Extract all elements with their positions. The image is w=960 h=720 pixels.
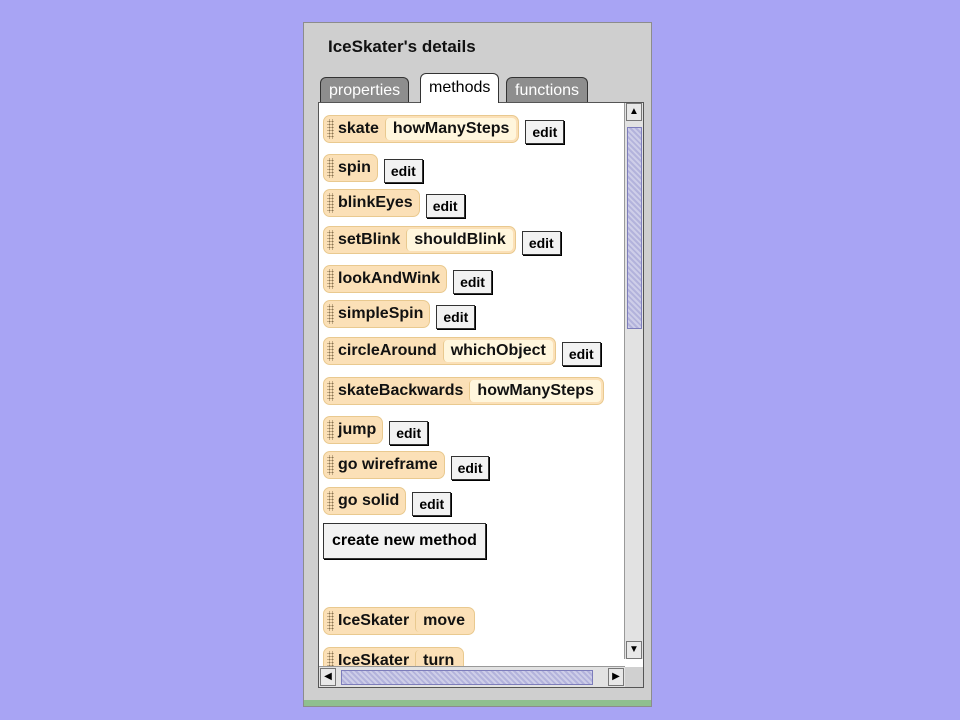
drag-grip-icon[interactable]: [327, 269, 334, 289]
edit-button[interactable]: edit: [389, 421, 429, 445]
details-panel: IceSkater's details properties methods f…: [303, 22, 652, 707]
method-tile-setblink[interactable]: setBlink shouldBlink: [323, 226, 516, 254]
method-tile-lookandwink[interactable]: lookAndWink: [323, 265, 448, 293]
drag-grip-icon[interactable]: [327, 651, 334, 671]
drag-grip-icon[interactable]: [327, 491, 334, 511]
method-tile-spin[interactable]: spin: [323, 154, 378, 182]
horizontal-scrollbar[interactable]: ◀ ▶: [319, 666, 625, 687]
scroll-left-icon[interactable]: ◀: [320, 668, 336, 686]
method-row: jump edit: [323, 416, 429, 445]
drag-grip-icon[interactable]: [327, 193, 334, 213]
create-new-method-button[interactable]: create new method: [323, 523, 486, 559]
scroll-up-icon[interactable]: ▲: [626, 103, 642, 121]
method-name: circleAround: [338, 342, 437, 359]
method-tile-go-solid[interactable]: go solid: [323, 487, 407, 515]
method-name: blinkEyes: [338, 194, 413, 211]
method-name: skateBackwards: [338, 382, 464, 399]
drag-grip-icon[interactable]: [327, 304, 334, 324]
edit-button[interactable]: edit: [383, 159, 423, 183]
vertical-scroll-thumb[interactable]: [627, 127, 642, 329]
method-name: spin: [338, 159, 371, 176]
method-name: go wireframe: [338, 456, 438, 473]
edit-button[interactable]: edit: [453, 270, 492, 294]
method-row: skateBackwards howManySteps: [323, 377, 604, 405]
method-row: setBlink shouldBlink edit: [323, 226, 561, 255]
bottom-strip: [304, 700, 651, 706]
method-param[interactable]: shouldBlink: [406, 229, 513, 251]
method-name: skate: [338, 120, 379, 137]
method-name: setBlink: [338, 231, 401, 248]
drag-grip-icon[interactable]: [327, 420, 334, 440]
horizontal-scroll-thumb[interactable]: [341, 670, 593, 685]
builtin-method-name: move: [415, 610, 472, 632]
builtin-tile-move[interactable]: IceSkater move: [323, 607, 475, 635]
method-param[interactable]: howManySteps: [384, 118, 517, 140]
scroll-down-icon[interactable]: ▼: [626, 641, 642, 659]
drag-grip-icon[interactable]: [327, 230, 334, 250]
method-tile-skate[interactable]: skate howManySteps: [323, 115, 520, 143]
edit-button[interactable]: edit: [521, 231, 561, 255]
method-row: go solid edit: [323, 487, 452, 516]
method-row: skate howManySteps edit: [323, 115, 565, 144]
method-row: spin edit: [323, 154, 423, 183]
method-row: blinkEyes edit: [323, 189, 465, 218]
edit-button[interactable]: edit: [412, 492, 452, 516]
method-tile-skatebackwards[interactable]: skateBackwards howManySteps: [323, 377, 604, 405]
panel-title: IceSkater's details: [328, 37, 476, 56]
method-name: jump: [338, 421, 377, 438]
method-tile-jump[interactable]: jump: [323, 416, 384, 444]
drag-grip-icon[interactable]: [327, 341, 334, 361]
edit-button[interactable]: edit: [436, 305, 476, 329]
method-param[interactable]: whichObject: [442, 340, 553, 362]
method-param[interactable]: howManySteps: [469, 380, 601, 402]
edit-button[interactable]: edit: [525, 120, 565, 144]
edit-button[interactable]: edit: [561, 342, 601, 366]
tab-bar: properties methods functions: [320, 73, 640, 103]
method-tile-go-wireframe[interactable]: go wireframe: [323, 451, 445, 479]
edit-button[interactable]: edit: [425, 194, 465, 218]
builtin-row: IceSkater move: [323, 607, 475, 635]
method-row: go wireframe edit: [323, 451, 490, 480]
drag-grip-icon[interactable]: [327, 119, 334, 139]
method-tile-circlearound[interactable]: circleAround whichObject: [323, 337, 556, 365]
tab-properties[interactable]: properties: [320, 77, 410, 103]
method-name: lookAndWink: [338, 270, 441, 287]
tab-methods[interactable]: methods: [420, 73, 500, 103]
scroll-right-icon[interactable]: ▶: [608, 668, 624, 686]
drag-grip-icon[interactable]: [327, 381, 334, 401]
method-tile-simplespin[interactable]: simpleSpin: [323, 300, 431, 328]
edit-button[interactable]: edit: [450, 456, 490, 480]
drag-grip-icon[interactable]: [327, 158, 334, 178]
method-row: simpleSpin edit: [323, 300, 476, 329]
object-name: IceSkater: [338, 652, 410, 669]
vertical-scrollbar[interactable]: ▲ ▼: [624, 103, 643, 659]
method-row: circleAround whichObject edit: [323, 337, 601, 366]
method-name: simpleSpin: [338, 305, 424, 322]
method-tile-blinkeyes[interactable]: blinkEyes: [323, 189, 420, 217]
method-row: lookAndWink edit: [323, 265, 492, 294]
scroll-corner: [625, 667, 643, 687]
drag-grip-icon[interactable]: [327, 455, 334, 475]
object-name: IceSkater: [338, 612, 410, 629]
drag-grip-icon[interactable]: [327, 611, 334, 631]
methods-list: skate howManySteps edit spin edit blinkE…: [318, 102, 644, 688]
method-name: go solid: [338, 492, 400, 509]
tab-functions[interactable]: functions: [506, 77, 589, 103]
